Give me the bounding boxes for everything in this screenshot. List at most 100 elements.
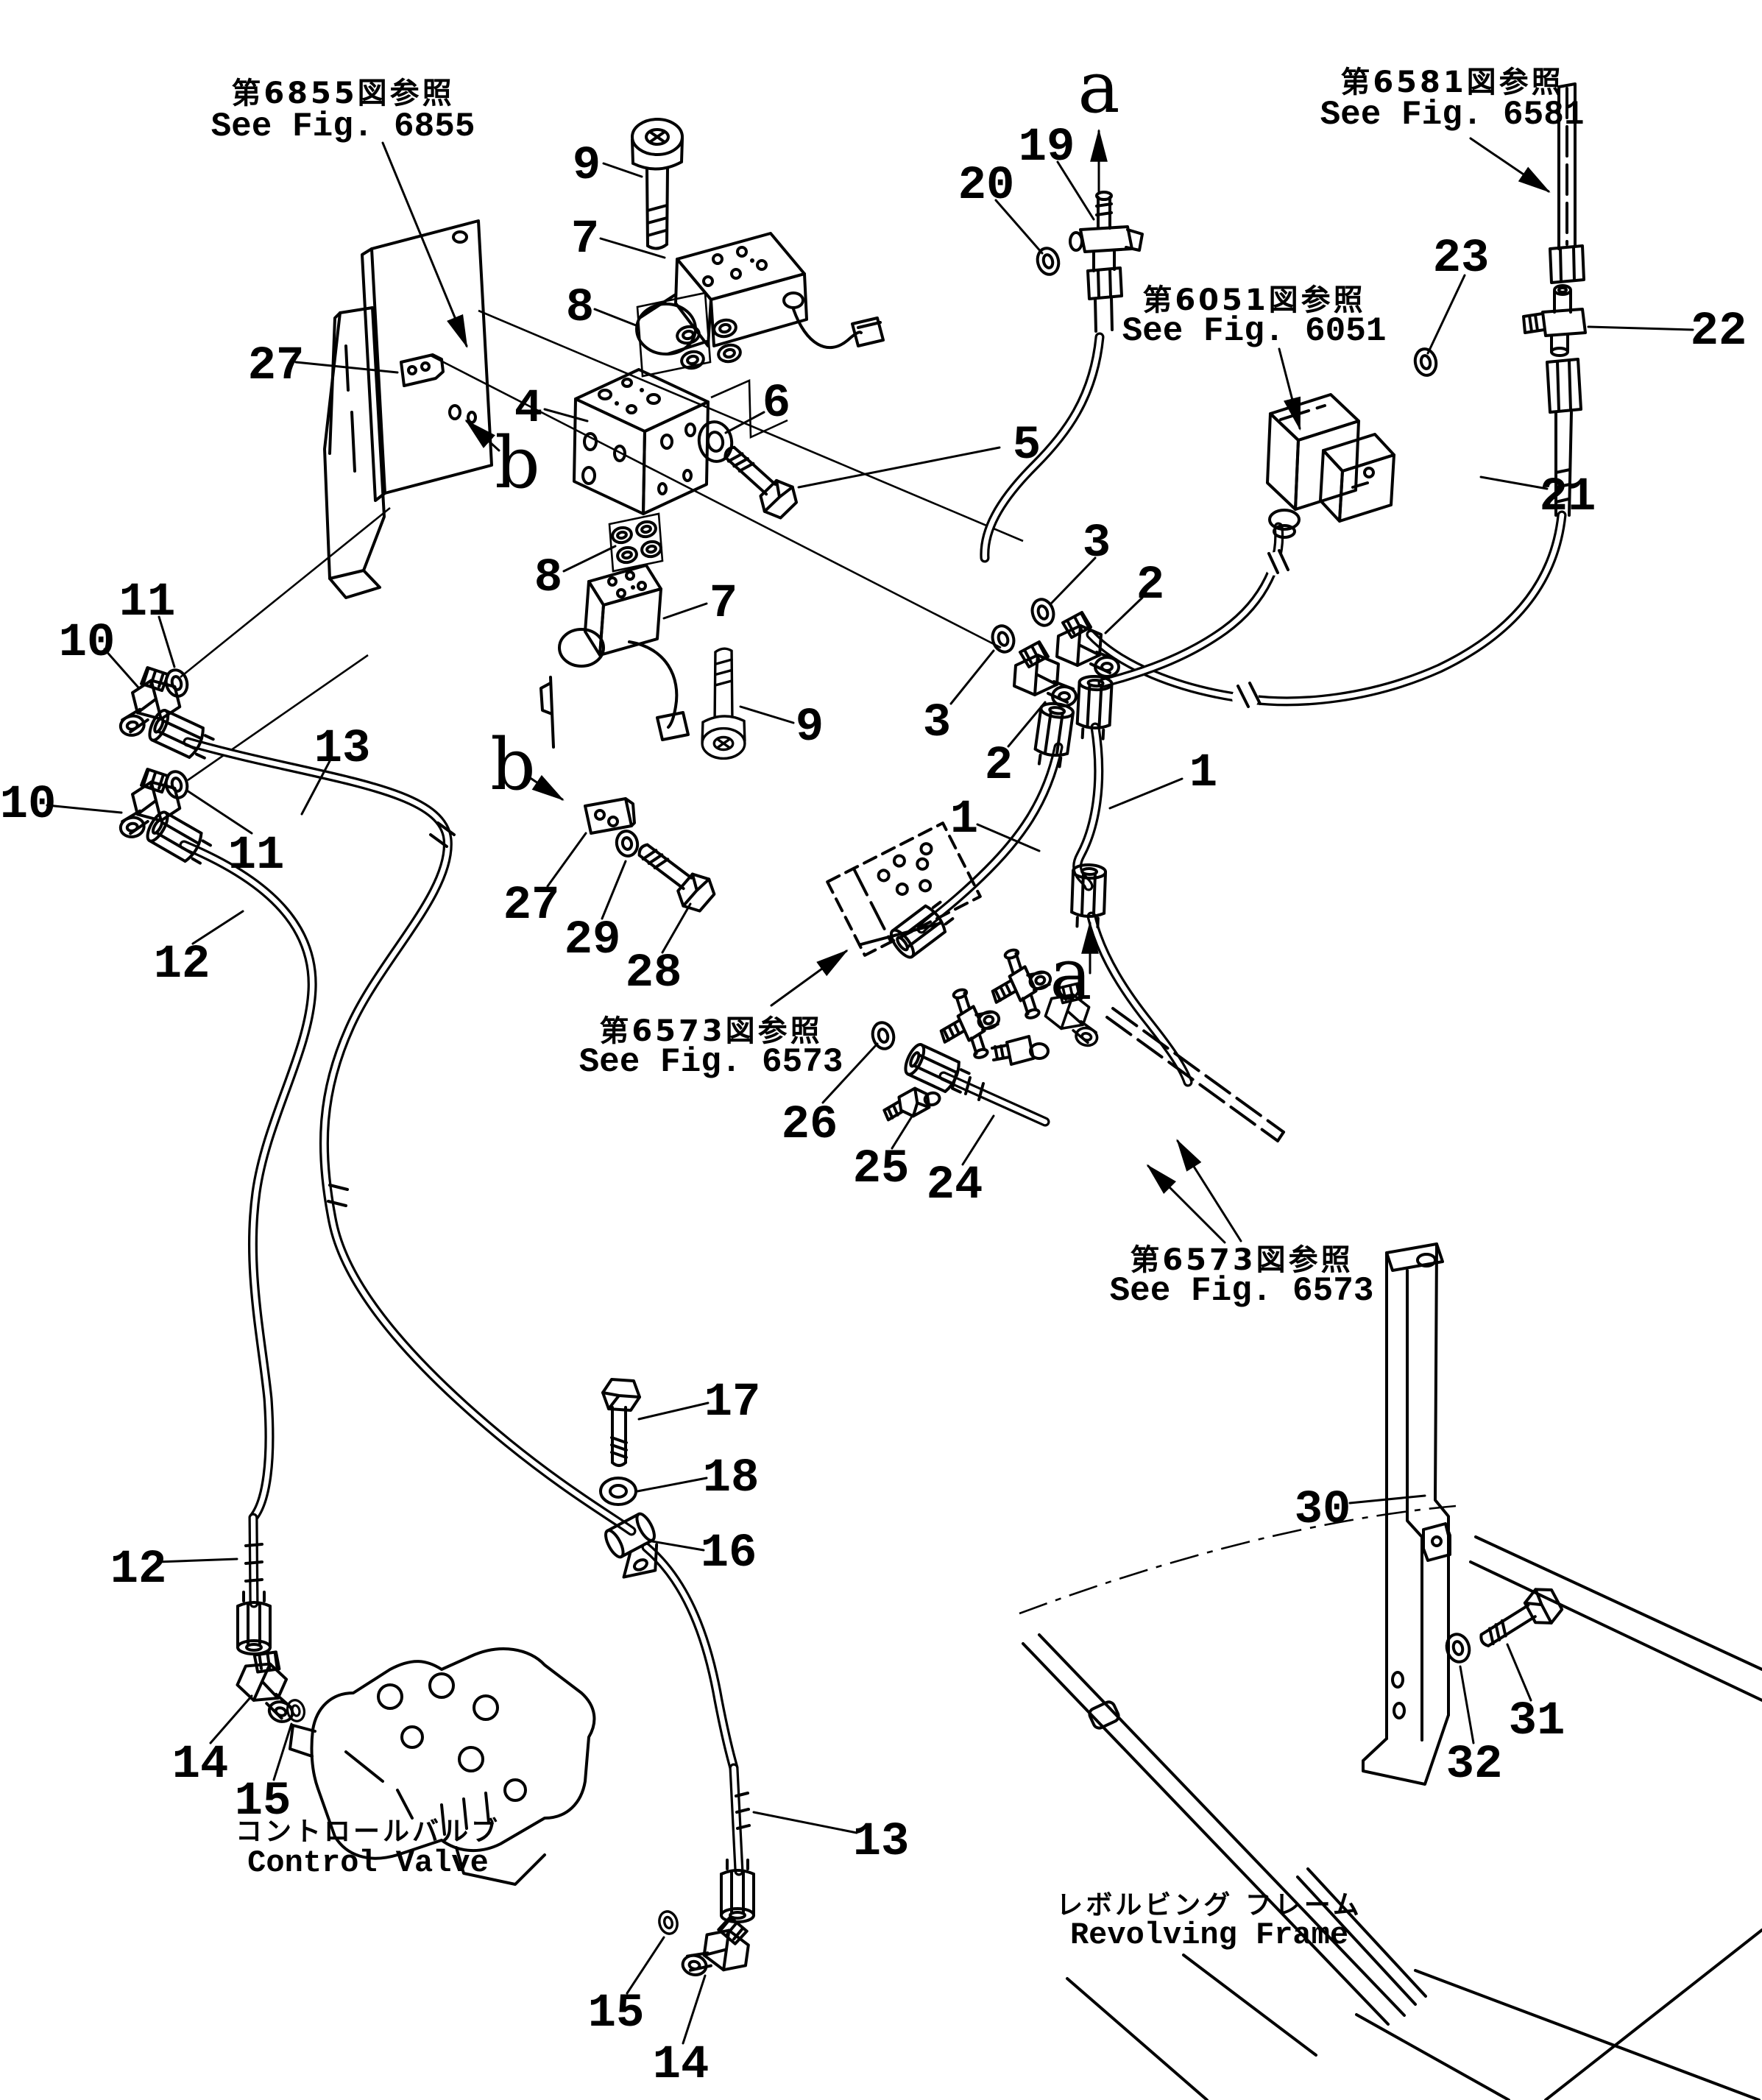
control-valve-body [289, 1647, 596, 1886]
hose-1-right-mid-nut [1071, 864, 1105, 927]
tube-13-end-nut [720, 1859, 755, 1923]
fig-6573-a-arrow [770, 950, 849, 1007]
part-label-7-lower: 7 [710, 578, 737, 631]
part-label-10-lower: 10 [0, 779, 56, 832]
part-label-17: 17 [704, 1376, 761, 1429]
bolt-28 [627, 833, 721, 919]
control-valve-caption-jp: コントロールバルブ [236, 1816, 500, 1847]
leader-lines [46, 160, 1694, 2045]
part-label-10-upper: 10 [59, 617, 116, 670]
part-labels: 9 7 8 27 4 6 5 20 19 23 22 21 3 2 3 2 1 … [0, 121, 1747, 2092]
tube-to-frame [1105, 1016, 1279, 1142]
fig-6855-en: See Fig. 6855 [211, 107, 475, 146]
part-label-11-lower: 11 [228, 830, 285, 883]
part-label-32: 32 [1446, 1739, 1503, 1792]
fig-6051-jp: 第6051図参照 [1142, 283, 1365, 317]
solenoid-valve-lower [539, 564, 690, 749]
reference-arrows [381, 128, 1551, 1244]
part-label-21: 21 [1540, 471, 1596, 524]
part-label-27: 27 [248, 340, 305, 393]
oring-15-bottom [655, 1908, 682, 1937]
fig-6051-arrow [1278, 347, 1301, 431]
fig-6573-a-en: See Fig. 6573 [579, 1043, 843, 1081]
part-label-18: 18 [703, 1452, 760, 1505]
bolt-9-upper [631, 118, 684, 250]
part-label-25: 25 [853, 1143, 910, 1196]
dashed-plate [826, 821, 982, 957]
part-label-3-lower: 3 [923, 697, 951, 750]
tee-fitting-19 [1069, 191, 1144, 333]
clip-27-upper [400, 353, 445, 387]
part-label-9: 9 [573, 140, 601, 193]
part-label-16: 16 [701, 1527, 757, 1580]
oring-23 [1411, 345, 1440, 379]
bracket-30-side-tab [1422, 1522, 1451, 1562]
part-label-8: 8 [566, 282, 594, 335]
part-label-15-left: 15 [235, 1775, 291, 1828]
oring-set-lower [608, 512, 664, 573]
hose-21-end [1546, 358, 1582, 517]
washer-18 [599, 1477, 637, 1506]
part-label-12-bottom: 12 [110, 1544, 167, 1597]
part-label-27-lower: 27 [503, 880, 560, 933]
revolving-frame-caption-en: Revolving Frame [1070, 1917, 1348, 1953]
view-letter-b-mid: b [490, 724, 535, 806]
fig-6573-b-jp: 第6573図参照 [1130, 1243, 1353, 1277]
part-label-1-right: 1 [1189, 747, 1217, 800]
fig-6855-jp: 第6855図参照 [231, 77, 454, 110]
bolt-31 [1472, 1580, 1568, 1661]
view-b-arrow-top [464, 419, 500, 452]
clamp-16 [604, 1512, 659, 1579]
part-label-19: 19 [1019, 121, 1075, 174]
part-label-30: 30 [1295, 1484, 1351, 1537]
revolving-frame-caption-jp: レボルビング フレーム [1056, 1890, 1362, 1920]
part-label-9-lower: 9 [796, 701, 824, 754]
mounting-plate [323, 219, 493, 599]
part-label-13-bottom: 13 [853, 1816, 910, 1869]
view-b-arrow-mid [526, 774, 565, 801]
fig-6573-b-arrow-2 [1146, 1164, 1226, 1244]
fig-6581-en: See Fig. 6581 [1320, 96, 1585, 134]
bolt-5 [712, 436, 804, 525]
part-label-2-lower: 2 [985, 740, 1013, 793]
part-label-7: 7 [571, 213, 599, 266]
alignment-lines [180, 309, 1024, 782]
fig-6855-arrow [381, 141, 468, 348]
fig-6051-en: See Fig. 6051 [1122, 312, 1387, 350]
part-label-26: 26 [782, 1099, 838, 1152]
part-label-28: 28 [626, 947, 682, 1000]
view-letter-b-top: b [495, 422, 539, 504]
washer-32 [1445, 1633, 1471, 1664]
clip-27-lower [584, 797, 636, 835]
view-letter-a-mid: a [1050, 933, 1091, 1016]
part-label-20: 20 [958, 160, 1015, 213]
bracket-30 [1362, 1242, 1451, 1786]
part-label-2-upper: 2 [1136, 559, 1164, 612]
hose-13-nut [144, 706, 218, 765]
washer-6 [697, 420, 734, 463]
fitting-below-cross [991, 1035, 1050, 1066]
solenoid-valve-upper [635, 232, 885, 356]
part-label-5: 5 [1013, 420, 1041, 473]
figure-references: 第6855図参照 See Fig. 6855 第6581図参照 See Fig.… [211, 66, 1585, 1310]
hose-13-lower [641, 1542, 739, 1773]
letter-markers: a b b a [490, 46, 1119, 1016]
part-label-23: 23 [1433, 233, 1490, 286]
manifold-block [573, 368, 710, 515]
fig-6581-jp: 第6581図参照 [1340, 66, 1563, 99]
part-label-11-upper: 11 [119, 576, 176, 629]
part-label-4: 4 [514, 383, 542, 436]
revolving-frame [1019, 1505, 1762, 2100]
elbow-2-lower [1013, 640, 1078, 707]
tee-fitting-22 [1522, 284, 1587, 357]
hoses [179, 332, 1567, 1876]
hose-12-nut [142, 807, 215, 870]
part-label-24: 24 [927, 1159, 983, 1212]
part-label-3-upper: 3 [1083, 517, 1111, 570]
fig-6573-b-en: See Fig. 6573 [1110, 1272, 1374, 1310]
part-label-12-upper: 12 [154, 938, 210, 991]
fig-6581-arrow [1469, 137, 1551, 193]
fig-6573-b-arrow-1 [1176, 1139, 1242, 1242]
part-label-14-left: 14 [172, 1739, 229, 1792]
